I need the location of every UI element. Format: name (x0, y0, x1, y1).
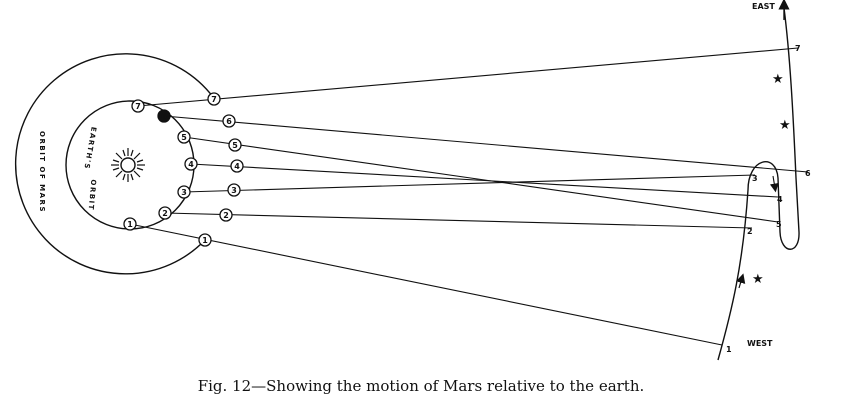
earth-position-7: 7 (131, 99, 145, 113)
svg-text:5: 5 (232, 141, 238, 150)
mars-position-1: 1 (198, 233, 212, 247)
mars-orbit-label: ORBIT OF MARS (38, 131, 46, 213)
star-icon: ★ ★ ★ (752, 72, 791, 287)
svg-text:6: 6 (226, 117, 232, 126)
earth-position-4: 4 (184, 157, 198, 171)
sun-icon (111, 148, 145, 182)
mars-position-5: 5 (228, 138, 242, 152)
svg-text:7: 7 (211, 95, 217, 104)
svg-text:5: 5 (181, 133, 187, 142)
mars-position-4: 4 (230, 159, 244, 173)
sky-label-7: 7 (795, 44, 801, 53)
retrograde-loop (747, 7, 800, 250)
sky-position-labels: 1 2 3 4 5 6 7 (726, 44, 811, 354)
svg-text:3: 3 (231, 186, 237, 195)
svg-text:7: 7 (135, 102, 141, 111)
loop-arrow (769, 175, 779, 193)
figure-caption: Fig. 12—Showing the motion of Mars relat… (197, 377, 645, 395)
earth-position-3: 3 (177, 185, 191, 199)
svg-text:4: 4 (188, 160, 194, 169)
mars-position-6: 6 (222, 114, 236, 128)
svg-text:★: ★ (772, 72, 784, 87)
mars-position-2: 2 (219, 208, 233, 222)
sky-label-2: 2 (747, 227, 753, 236)
path-arrow-lower (736, 273, 746, 289)
earth-position-markers: 1 2 3 4 5 6 7 (123, 99, 198, 231)
earth-position-5: 5 (177, 130, 191, 144)
svg-text:6: 6 (161, 112, 167, 121)
sky-label-6: 6 (805, 169, 811, 178)
svg-text:★: ★ (752, 272, 764, 287)
west-label: WEST (747, 339, 773, 348)
mars-position-markers: 1 2 3 4 5 6 7 (198, 92, 244, 247)
svg-text:2: 2 (162, 209, 168, 218)
earth-position-1: 1 (123, 217, 137, 231)
earth-position-2: 2 (158, 206, 172, 220)
svg-text:1: 1 (127, 220, 133, 229)
sky-path-lower (717, 189, 749, 361)
sky-label-4: 4 (777, 195, 783, 204)
svg-text:★: ★ (779, 118, 791, 133)
mars-position-3: 3 (227, 183, 241, 197)
svg-text:4: 4 (234, 162, 240, 171)
sightlines (129, 47, 809, 346)
earth-orbit-label-bottom: ORBIT (87, 179, 98, 211)
sky-label-1: 1 (726, 345, 732, 354)
sky-label-5: 5 (776, 220, 782, 229)
sky-label-3: 3 (752, 174, 758, 183)
svg-text:2: 2 (223, 211, 229, 220)
east-label: EAST (752, 2, 775, 11)
earth-position-6: 6 (157, 109, 171, 123)
earth-orbit-label-top: EARTH'S (82, 126, 97, 170)
mars-orbit-arc (14, 53, 214, 275)
svg-text:1: 1 (202, 236, 208, 245)
mars-position-7: 7 (207, 92, 221, 106)
svg-text:3: 3 (181, 188, 187, 197)
